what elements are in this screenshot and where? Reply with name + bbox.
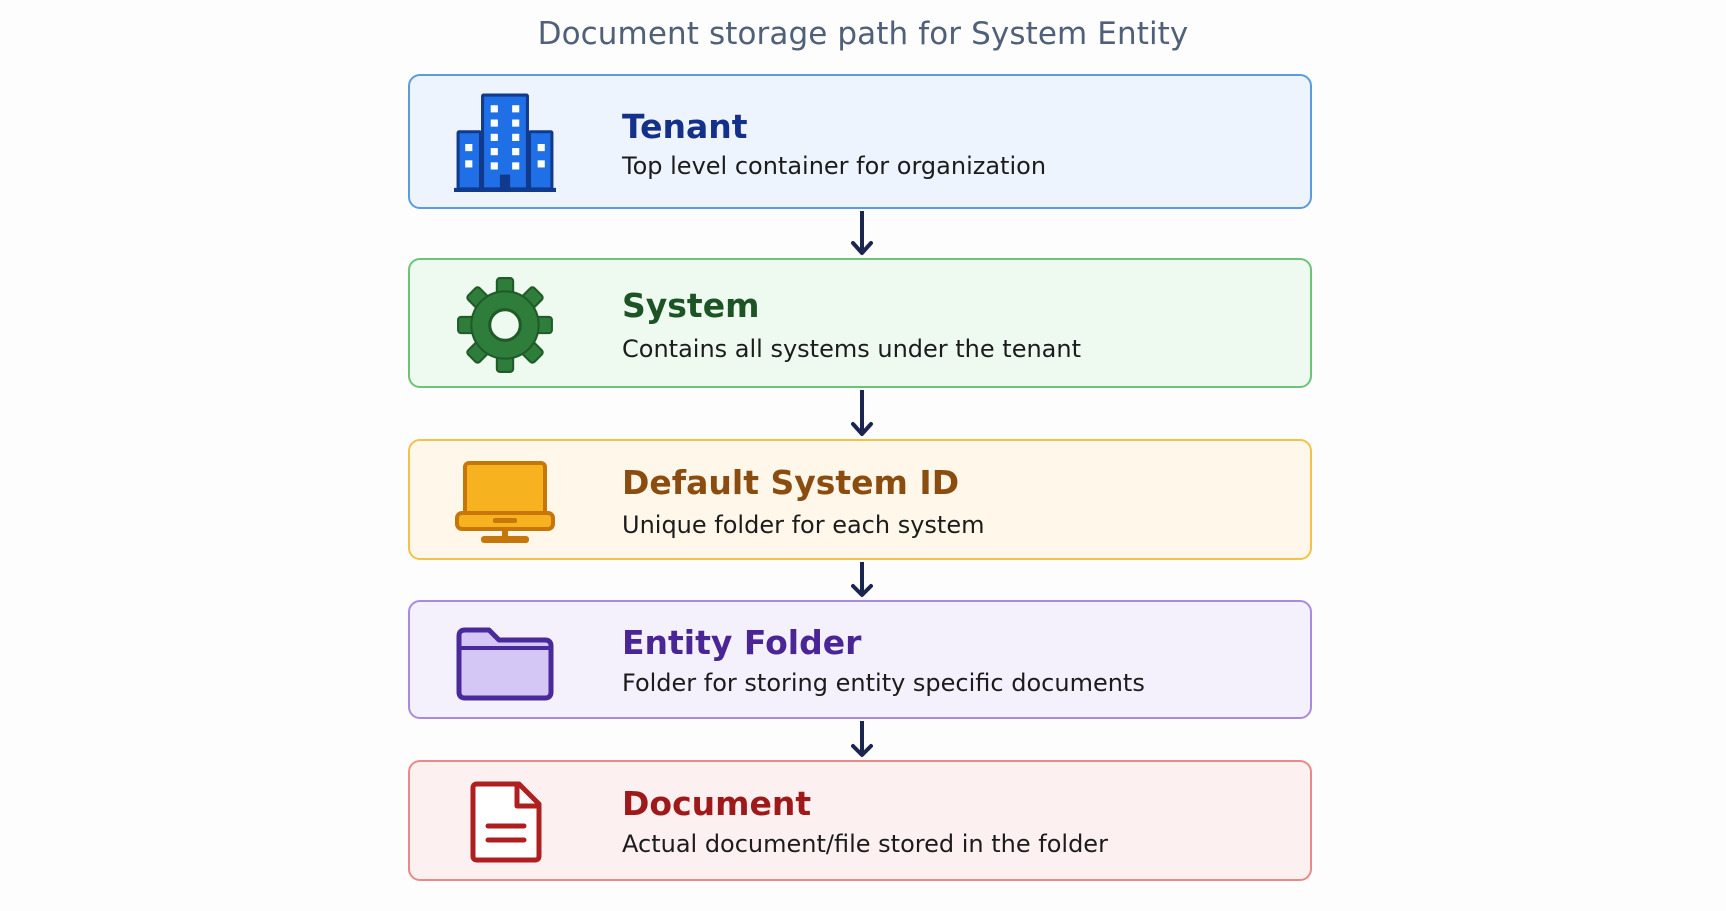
arrow-down-icon: [851, 560, 873, 599]
gear-icon: [454, 274, 556, 376]
document-icon: [454, 780, 556, 864]
folder-icon: [454, 626, 556, 702]
level-description: Contains all systems under the tenant: [622, 335, 1081, 363]
level-card-default-system-id: Default System ID Unique folder for each…: [408, 439, 1312, 560]
arrow-down-icon: [851, 388, 873, 438]
level-card-tenant: Tenant Top level container for organizat…: [408, 74, 1312, 209]
level-description: Top level container for organization: [622, 152, 1047, 180]
level-card-entity-folder: Entity Folder Folder for storing entity …: [408, 600, 1312, 719]
level-name: Default System ID: [622, 463, 960, 502]
computer-icon: [454, 459, 556, 545]
level-name: Entity Folder: [622, 623, 862, 662]
level-description: Actual document/file stored in the folde…: [622, 830, 1108, 858]
diagram-title: Document storage path for System Entity: [537, 16, 1189, 52]
arrow-down-icon: [851, 209, 873, 257]
level-name: Document: [622, 784, 812, 823]
arrow-down-icon: [851, 719, 873, 759]
level-name: System: [622, 286, 760, 325]
level-card-system: System Contains all systems under the te…: [408, 258, 1312, 388]
level-description: Folder for storing entity specific docum…: [622, 669, 1145, 697]
level-card-document: Document Actual document/file stored in …: [408, 760, 1312, 881]
level-name: Tenant: [622, 107, 748, 146]
building-icon: [454, 93, 556, 195]
level-description: Unique folder for each system: [622, 511, 985, 539]
